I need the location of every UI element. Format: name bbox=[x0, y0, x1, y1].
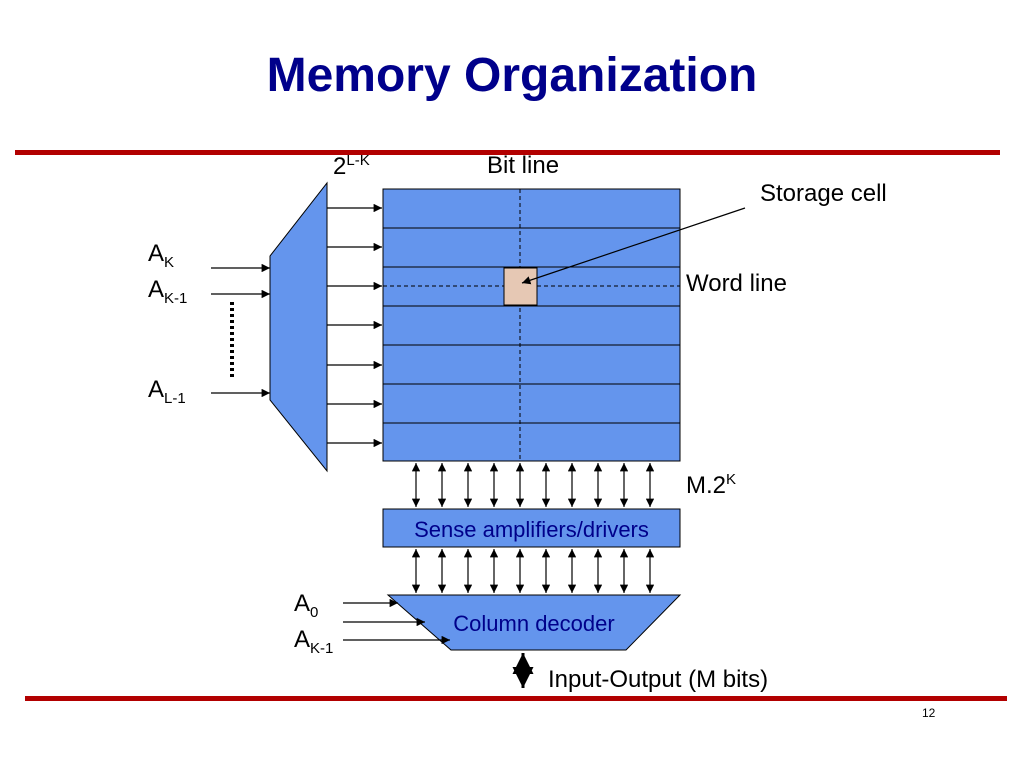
storage-cell-label: Storage cell bbox=[760, 180, 887, 207]
sense-column-arrows bbox=[411, 549, 655, 593]
bottom-rule bbox=[25, 696, 1007, 701]
storage-cell-pointer bbox=[521, 207, 746, 285]
word-line-arrows bbox=[327, 203, 382, 448]
row-addr-label-top: AK bbox=[148, 240, 175, 271]
row-count-label: 2L-K bbox=[333, 152, 370, 180]
storage-cell bbox=[503, 267, 538, 306]
page-number: 12 bbox=[922, 706, 936, 720]
array-sense-arrows bbox=[411, 463, 655, 507]
memory-array bbox=[382, 188, 681, 462]
col-addr-label-bottom: AK-1 bbox=[294, 626, 334, 657]
sense-amps-label: Sense amplifiers/drivers bbox=[414, 517, 649, 542]
top-rule bbox=[15, 150, 1000, 155]
column-decoder bbox=[386, 594, 682, 651]
array-row-dividers bbox=[383, 227, 680, 424]
row-addr-label-second: AK-1 bbox=[148, 276, 188, 307]
io-label: Input-Output (M bits) bbox=[548, 666, 769, 693]
word-line-label: Word line bbox=[686, 270, 787, 297]
row-addr-label-last: AL-1 bbox=[148, 376, 186, 407]
bit-line-label: Bit line bbox=[487, 152, 560, 179]
column-decoder-label: Column decoder bbox=[453, 611, 615, 636]
slide-title: Memory Organization bbox=[266, 49, 758, 102]
row-decoder bbox=[269, 181, 328, 473]
col-addr-label-top: A0 bbox=[294, 590, 319, 621]
width-label: M.2K bbox=[686, 471, 737, 499]
sense-amplifiers bbox=[382, 508, 681, 548]
